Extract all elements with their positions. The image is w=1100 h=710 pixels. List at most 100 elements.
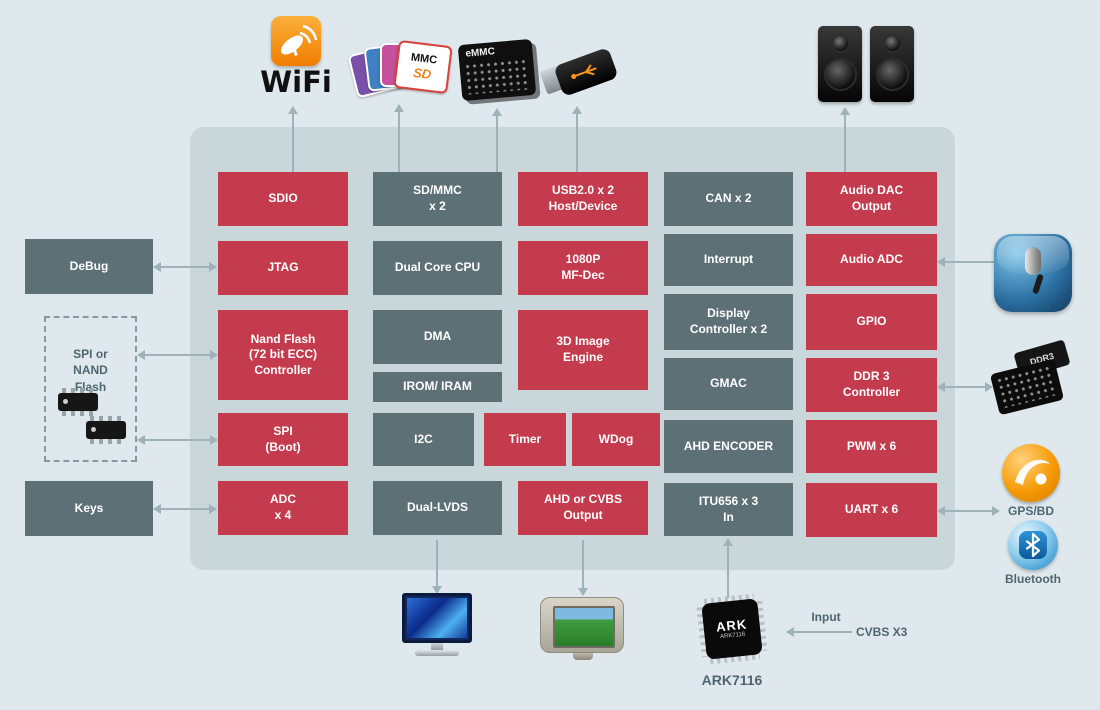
flash-chip-icon xyxy=(58,388,98,416)
arrow-line xyxy=(436,540,438,588)
usb-trident-icon xyxy=(571,64,597,80)
block-audio-adc: Audio ADC xyxy=(806,234,937,286)
sd-label: SD xyxy=(412,64,433,82)
monitor-stand xyxy=(573,653,593,660)
arrow-line xyxy=(844,114,846,172)
arrow-head xyxy=(937,257,945,267)
satellite-dish-icon xyxy=(271,16,321,66)
arrow-head xyxy=(209,504,217,514)
arrow-head xyxy=(394,104,404,112)
arrow-head xyxy=(786,627,794,637)
block-dual-lvds: Dual-LVDS xyxy=(373,481,502,535)
block-sdmmc: SD/MMC x 2 xyxy=(373,172,502,226)
woofer xyxy=(875,58,909,91)
chip-body: ARK ARK7116 xyxy=(701,598,763,660)
block-wdog: WDog xyxy=(572,413,660,466)
ark7116-chip-icon: ARK ARK7116 xyxy=(696,593,769,666)
emmc-chip-icon: eMMC xyxy=(457,38,540,104)
gps-bd-label: GPS/BD xyxy=(1007,504,1054,518)
ddr3-chip-icon: DDR3 xyxy=(989,339,1076,416)
chip-body: eMMC xyxy=(457,38,537,102)
block-ahd-encoder: AHD ENCODER xyxy=(664,420,793,473)
monitor-screen xyxy=(553,606,615,648)
bluetooth-core xyxy=(1019,531,1047,559)
arrow-head xyxy=(210,350,218,360)
spi-nand-flash-box: SPI or NAND Flash xyxy=(44,316,137,462)
block-spi-boot: SPI (Boot) xyxy=(218,413,348,466)
arrow-line xyxy=(945,510,992,512)
block-nand-controller: Nand Flash (72 bit ECC) Controller xyxy=(218,310,348,400)
block-usb: USB2.0 x 2 Host/Device xyxy=(518,172,648,226)
block-ahd-cvbs-output: AHD or CVBS Output xyxy=(518,481,648,535)
block-timer: Timer xyxy=(484,413,566,466)
block-i2c: I2C xyxy=(373,413,474,466)
monitor-frame xyxy=(402,593,472,643)
arrow-head xyxy=(153,262,161,272)
block-gmac: GMAC xyxy=(664,358,793,410)
monitor-neck xyxy=(431,643,443,650)
block-1080p-mfdec: 1080P MF-Dec xyxy=(518,241,648,295)
chip-body xyxy=(58,393,98,411)
block-debug: DeBug xyxy=(25,239,153,294)
block-can: CAN x 2 xyxy=(664,172,793,226)
arrow-head xyxy=(572,106,582,114)
chip-legs xyxy=(62,411,94,416)
speaker-icon xyxy=(818,26,862,102)
arrow-line xyxy=(582,540,584,590)
arrow-head xyxy=(992,506,1000,516)
arrow-line xyxy=(145,354,210,356)
arrow-head xyxy=(492,108,502,116)
arrow-head xyxy=(985,382,993,392)
usb-stick-icon xyxy=(539,44,625,104)
bluetooth-label: Bluetooth xyxy=(1005,572,1061,586)
monitor-screen xyxy=(407,598,467,638)
arrow-line xyxy=(727,545,729,598)
arrow-head xyxy=(432,586,442,594)
arrow-line xyxy=(576,113,578,172)
ark7116-label: ARK7116 xyxy=(701,672,763,688)
block-uart: UART x 6 xyxy=(806,483,937,537)
arrow-line xyxy=(161,508,209,510)
arrow-head xyxy=(723,538,733,546)
arrow-head xyxy=(137,435,145,445)
arrow-line xyxy=(794,631,852,633)
block-dma: DMA xyxy=(373,310,502,364)
block-keys: Keys xyxy=(25,481,153,536)
arrow-line xyxy=(292,113,294,172)
flash-chip-icon xyxy=(86,416,126,444)
chip-body xyxy=(86,421,126,439)
gps-bd-icon xyxy=(1002,444,1060,502)
chip-legs xyxy=(90,416,122,421)
wifi-icon: WiFi xyxy=(250,16,342,104)
speaker-icon xyxy=(870,26,914,102)
block-itu656: ITU656 x 3 In xyxy=(664,483,793,536)
arrow-head xyxy=(937,506,945,516)
bga-balls xyxy=(997,365,1057,409)
block-dual-core-cpu: Dual Core CPU xyxy=(373,241,502,295)
mic-stem xyxy=(1032,273,1044,295)
ark-part-label: ARK7116 xyxy=(719,631,746,641)
arrow-line xyxy=(945,386,985,388)
microphone-icon xyxy=(994,234,1072,312)
monitor-base xyxy=(415,650,459,656)
memory-card-icon: MMC SD xyxy=(393,39,453,95)
tweeter xyxy=(830,34,850,53)
chip-legs xyxy=(90,439,122,444)
arrow-head xyxy=(840,107,850,115)
chip-legs xyxy=(62,388,94,393)
block-interrupt: Interrupt xyxy=(664,234,793,286)
block-sdio: SDIO xyxy=(218,172,348,226)
headrest-monitor-icon xyxy=(540,597,626,660)
arrow-head xyxy=(937,382,945,392)
arrow-line xyxy=(161,266,209,268)
tweeter xyxy=(882,34,902,53)
mic-capsule xyxy=(1025,247,1041,275)
arrow-head xyxy=(578,588,588,596)
block-jtag: JTAG xyxy=(218,241,348,295)
block-adc: ADC x 4 xyxy=(218,481,348,535)
emmc-label: eMMC xyxy=(465,46,496,60)
input-label: Input xyxy=(811,610,841,624)
spi-nand-flash-label: SPI or NAND Flash xyxy=(73,347,108,394)
block-audio-dac: Audio DAC Output xyxy=(806,172,937,226)
